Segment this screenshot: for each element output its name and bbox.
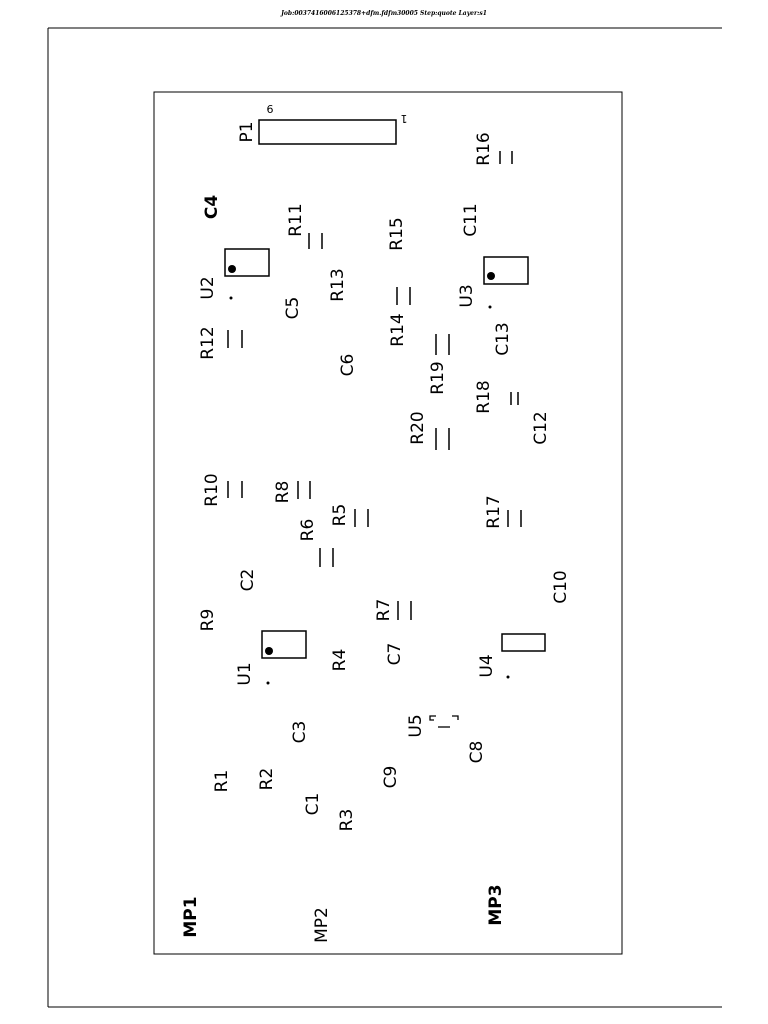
label-c1: C1 [303, 793, 323, 816]
designator-labels: P1 C4 R11 R15 C11 R16 U2 C5 R13 R14 U3 C… [181, 121, 571, 942]
ic-u3-body [483, 256, 529, 309]
label-r5: R5 [330, 504, 350, 527]
label-c7: C7 [385, 643, 405, 666]
resistor-pad-marks [227, 151, 522, 620]
board-outline [153, 91, 623, 955]
label-r13: R13 [328, 268, 348, 301]
label-u4: U4 [477, 654, 497, 677]
label-r19: R19 [428, 361, 448, 394]
label-r11: R11 [286, 203, 306, 236]
label-r10: R10 [202, 473, 222, 506]
label-c2: C2 [238, 569, 258, 592]
label-mp3: MP3 [486, 884, 506, 925]
label-c11: C11 [461, 203, 481, 237]
label-c4: C4 [202, 195, 222, 219]
ic-u1-body [261, 630, 307, 685]
label-r2: R2 [257, 768, 277, 791]
job-header: Job:0037416006125378+dfm.fdfm30005 Step:… [281, 10, 487, 17]
label-u2: U2 [198, 276, 218, 299]
label-r20: R20 [408, 411, 428, 444]
ic-u2-body [224, 248, 270, 300]
label-c8: C8 [467, 741, 487, 764]
label-r4: R4 [330, 649, 350, 672]
label-u1: U1 [235, 662, 255, 685]
label-r1: R1 [212, 770, 232, 793]
connector-pin-1: 1 [401, 112, 408, 125]
label-c3: C3 [290, 721, 310, 744]
label-r6: R6 [298, 519, 318, 542]
ic-u4-body [501, 633, 546, 679]
label-r15: R15 [387, 217, 407, 250]
label-p1: P1 [237, 121, 257, 142]
label-c5: C5 [283, 297, 303, 320]
label-r12: R12 [198, 326, 218, 359]
label-u3: U3 [457, 284, 477, 307]
sheet-frame [47, 27, 722, 1008]
label-mp2: MP2 [312, 907, 332, 943]
label-r14: R14 [388, 313, 408, 346]
label-r3: R3 [337, 809, 357, 832]
label-u5: U5 [406, 714, 426, 737]
label-r7: R7 [374, 599, 394, 622]
connector-p1 [258, 119, 397, 145]
connector-pin-9: 9 [267, 102, 274, 115]
label-r8: R8 [273, 481, 293, 504]
label-c9: C9 [381, 766, 401, 789]
label-c12: C12 [531, 411, 551, 445]
label-c13: C13 [493, 322, 513, 356]
label-r9: R9 [198, 609, 218, 632]
label-mp1: MP1 [181, 896, 201, 937]
label-c6: C6 [338, 354, 358, 377]
label-r16: R16 [474, 132, 494, 165]
label-r17: R17 [484, 495, 504, 528]
label-c10: C10 [551, 570, 571, 604]
label-r18: R18 [474, 380, 494, 413]
ic-u5-body [429, 715, 459, 728]
